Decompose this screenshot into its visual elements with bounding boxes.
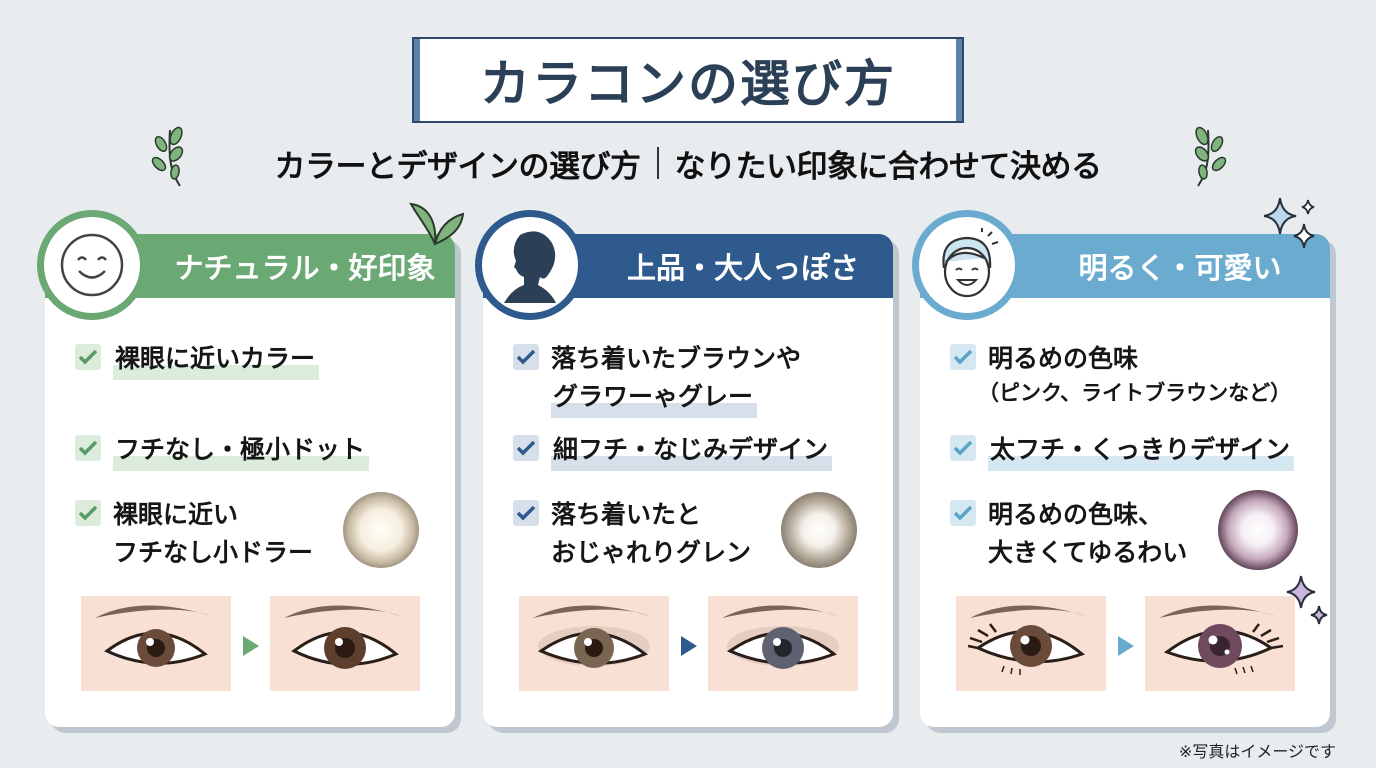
checkbox-icon	[950, 435, 976, 461]
grey-lens-icon	[781, 492, 857, 568]
item-text-line1: 裸眼に近い	[113, 500, 239, 529]
card-heading: ナチュラル・好印象	[174, 251, 436, 285]
list-item: 落ち着いたと おじゃれりグレン	[513, 496, 751, 572]
item-text-line2: フチなし小ドラー	[113, 538, 314, 567]
item-text-line2: グラワーゃグレー	[551, 378, 758, 418]
list-item: 裸眼に近いカラー	[75, 340, 320, 380]
item-text: 裸眼に近いカラー	[113, 340, 320, 380]
list-item: 太フチ・くっきりデザイン	[950, 431, 1295, 471]
item-text-line1: 落ち着いたブラウンや	[551, 344, 802, 373]
subtitle-left: カラーとデザインの選び方	[274, 148, 642, 185]
title-box: カラコンの選び方	[412, 37, 964, 123]
item-text: フチなし・極小ドット	[113, 431, 370, 471]
brown-eye-before	[519, 596, 669, 691]
brown-eye-after	[270, 596, 420, 691]
sparkle-icon	[1263, 197, 1315, 249]
item-text: 太フチ・くっきりデザイン	[988, 431, 1295, 471]
checkbox-icon	[75, 435, 101, 461]
card-heading: 上品・大人っぽさ	[626, 251, 859, 285]
item-text: 細フチ・なじみデザイン	[551, 431, 833, 471]
item-text-line2: 大きくてゆるわい	[988, 538, 1188, 567]
smiling-girl-icon	[912, 210, 1022, 320]
woman-silhouette-icon	[475, 210, 585, 320]
checkbox-icon	[513, 344, 539, 370]
checkbox-icon	[950, 344, 976, 370]
arrow-right-icon	[681, 636, 697, 656]
subtitle: カラーとデザインの選び方 なりたい印象に合わせて決める	[0, 140, 1376, 186]
card-heading: 明るく・可愛い	[1078, 251, 1282, 285]
list-item: 明るめの色味 （ピンク、ライトブラウンなど）	[950, 340, 1291, 408]
grey-eye-after	[708, 596, 858, 691]
natural-lens-icon	[343, 492, 419, 568]
checkbox-icon	[75, 500, 101, 526]
checkbox-icon	[950, 500, 976, 526]
pink-lens-icon	[1218, 490, 1298, 570]
leaf-sprig-icon	[151, 126, 184, 187]
arrow-right-icon	[1118, 636, 1134, 656]
item-subtext: （ピンク、ライトブラウンなど）	[978, 381, 1292, 405]
leaf-sprig-icon	[1194, 126, 1227, 187]
list-item: 落ち着いたブラウンや グラワーゃグレー	[513, 340, 801, 418]
list-item: 細フチ・なじみデザイン	[513, 431, 833, 471]
subtitle-divider	[656, 147, 659, 179]
item-text-line1: 明るめの色味、	[988, 500, 1164, 529]
pink-eye-after	[1145, 596, 1295, 691]
page-title: カラコンの選び方	[480, 55, 896, 113]
card-elegant: 上品・大人っぽさ 落ち着いたブラウンや グラワーゃグレー 細フチ・なじみデザイン…	[475, 210, 893, 727]
leaf-icon	[409, 202, 465, 246]
checkbox-icon	[75, 344, 101, 370]
list-item: 明るめの色味、 大きくてゆるわい	[950, 496, 1187, 572]
arrow-right-icon	[243, 636, 259, 656]
card-natural: ナチュラル・好印象 裸眼に近いカラー フチなし・極小ドット 裸眼に近い フチなし…	[37, 202, 465, 727]
card-cute: 明るく・可愛い 明るめの色味 （ピンク、ライトブラウンなど） 太フチ・くっきりデ…	[912, 197, 1330, 727]
item-text-line1: 落ち着いたと	[551, 500, 702, 529]
sparkle-icon	[1286, 575, 1328, 625]
checkbox-icon	[513, 500, 539, 526]
brown-eye-before	[81, 596, 231, 691]
smiley-face-icon	[37, 210, 147, 320]
subtitle-right: なりたい印象に合わせて決める	[674, 148, 1103, 185]
brown-eye-before	[956, 596, 1106, 691]
item-text: 明るめの色味	[988, 344, 1139, 373]
item-text-line2: おじゃれりグレン	[551, 538, 752, 567]
list-item: 裸眼に近い フチなし小ドラー	[75, 496, 313, 572]
list-item: フチなし・極小ドット	[75, 431, 370, 471]
checkbox-icon	[513, 435, 539, 461]
image-disclaimer: ※写真はイメージです	[1178, 742, 1336, 761]
